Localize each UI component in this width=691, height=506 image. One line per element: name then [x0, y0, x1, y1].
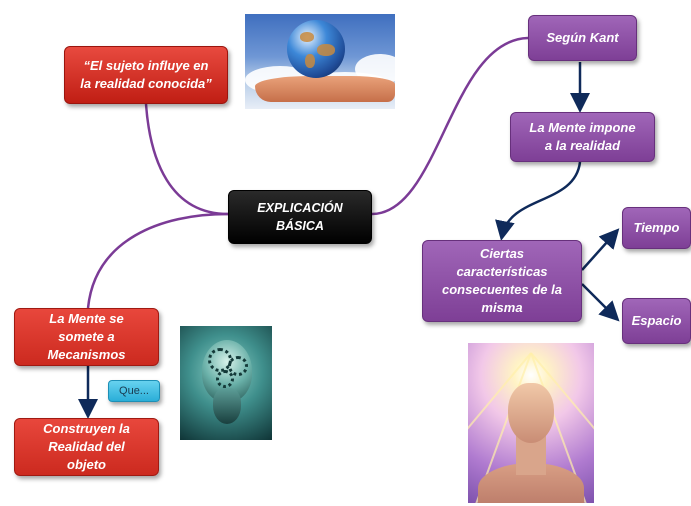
construyen-node[interactable]: Construyen la Realidad del objeto — [14, 418, 159, 476]
quote-node[interactable]: “El sujeto influye en la realidad conoci… — [64, 46, 228, 104]
globe-in-hand-image — [245, 14, 395, 109]
central-topic-node[interactable]: EXPLICACIÓN BÁSICA — [228, 190, 372, 244]
mechanical-head-image — [180, 326, 272, 440]
segun-kant-node[interactable]: Según Kant — [528, 15, 637, 61]
mente-impone-node[interactable]: La Mente impone a la realidad — [510, 112, 655, 162]
tiempo-node[interactable]: Tiempo — [622, 207, 691, 249]
arrow-ciertas-espacio — [581, 283, 620, 322]
arrow-impone-ciertas — [495, 161, 582, 241]
illuminated-man-image — [468, 343, 594, 503]
link-center-kant — [371, 36, 529, 216]
link-center-somete — [86, 212, 229, 309]
espacio-node[interactable]: Espacio — [622, 298, 691, 344]
ciertas-caracteristicas-node[interactable]: Ciertas características consecuentes de … — [422, 240, 582, 322]
que-node[interactable]: Que... — [108, 380, 160, 402]
link-center-quote — [144, 103, 229, 216]
arrow-ciertas-tiempo — [581, 228, 620, 271]
mente-somete-node[interactable]: La Mente se somete a Mecanismos — [14, 308, 159, 366]
